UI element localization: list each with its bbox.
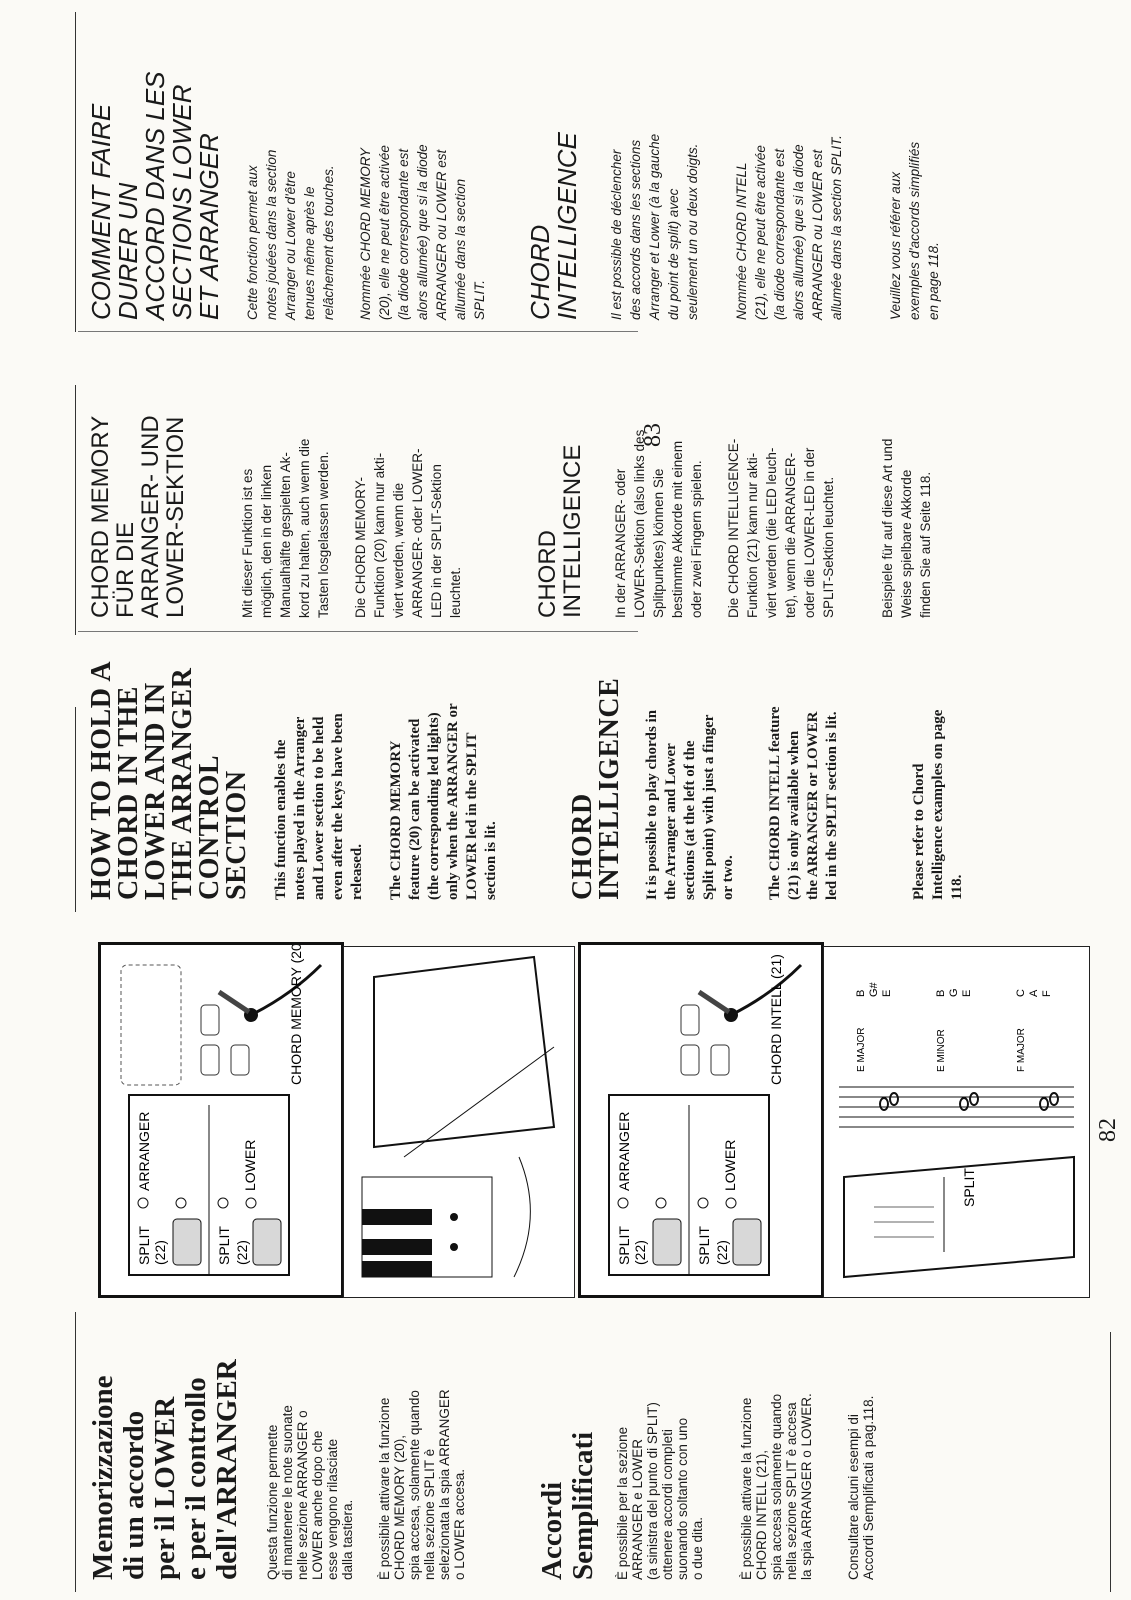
german-paragraph-1: Mit dieser Funktion ist es möglich, den …: [240, 438, 331, 618]
page-number-right: 83: [640, 423, 666, 447]
separator-german-french: [78, 331, 638, 332]
bottom-rule-italian: [1110, 1332, 1111, 1592]
italian-paragraph-3: È possibile per la sezione ARRANGER e LO…: [615, 1402, 705, 1580]
german-paragraph-4: Die CHORD INTELLIGENCE- Funktion (21) ka…: [726, 438, 836, 618]
french-column: COMMENT FAIRE DURER UN ACCORD DANS LES S…: [86, 20, 943, 321]
split-chords-drawing: SPLIT E MAJOR E MINOR F MAJOR B G# E B G…: [839, 981, 1075, 1279]
illustration-keyboard-hand: [343, 946, 575, 1298]
german-paragraph-5: Beispiele für auf diese Art und Weise sp…: [880, 438, 933, 618]
arranger-label-1: ARRANGER: [136, 1112, 152, 1191]
top-rule-french: [75, 12, 76, 332]
page-number-left: 82: [1095, 1118, 1121, 1142]
separator-english-german: [78, 631, 638, 632]
italian-title-2: Accordi Semplificati: [536, 1431, 599, 1580]
chord-intell-label: CHORD INTELL (21): [768, 954, 784, 1085]
illustration-chord-intell-panel: SPLIT (22) ARRANGER SPLIT (22) LOWER CHO…: [578, 942, 824, 1298]
panel-num-4: (22): [714, 1240, 730, 1265]
top-rule-german: [75, 385, 76, 635]
note-e-major-1: B: [855, 990, 867, 997]
top-rule-italian: [75, 1312, 76, 1592]
note-e-major-3: E: [881, 990, 893, 997]
french-paragraph-3: Il est possible de déclencher des accord…: [609, 133, 700, 320]
e-major-label: E MAJOR: [856, 1028, 867, 1072]
lower-label-2: LOWER: [722, 1140, 738, 1191]
english-paragraph-2: The CHORD MEMORY feature (20) can be act…: [388, 703, 499, 900]
german-paragraph-3: In der ARRANGER- oder LOWER-Sektion (als…: [613, 429, 704, 618]
note-f-major-1: C: [1015, 989, 1027, 997]
english-paragraph-4: The CHORD INTELL feature (21) is only av…: [767, 706, 840, 900]
italian-paragraph-4: È possibile attivare la funzione CHORD I…: [739, 1393, 814, 1580]
keyboard-hand-drawing: [361, 955, 556, 1278]
english-paragraph-1: This function enables the notes played i…: [273, 713, 365, 900]
french-paragraph-5: Veuillez vous référer aux exemples d'acc…: [888, 141, 941, 320]
german-title-1: CHORD MEMORY FÜR DIE ARRANGER- UND LOWER…: [87, 415, 189, 618]
german-title-2: CHORD INTELLIGENCE: [534, 444, 586, 618]
note-e-minor-2: G: [948, 988, 960, 997]
lower-label-1: LOWER: [242, 1140, 258, 1191]
english-paragraph-3: It is possible to play chords in the Arr…: [644, 709, 736, 900]
note-f-major-2: A: [1028, 989, 1040, 997]
panel-num-1: (22): [152, 1240, 168, 1265]
split-label-keyboard: SPLIT: [961, 1168, 977, 1207]
f-major-label: F MAJOR: [1016, 1028, 1027, 1072]
arranger-label-2: ARRANGER: [616, 1112, 632, 1191]
top-rule-english: [75, 707, 76, 912]
italian-paragraph-1: Questa funzione permette di mantenere le…: [265, 1405, 355, 1580]
chord-intell-panel-drawing: SPLIT (22) ARRANGER SPLIT (22) LOWER CHO…: [608, 954, 803, 1276]
split-label-1: SPLIT: [136, 1226, 152, 1265]
note-f-major-3: F: [1041, 990, 1053, 997]
note-e-minor-1: B: [935, 990, 947, 997]
illustration-chord-memory-panel: SPLIT (22) ARRANGER SPLIT (22) LOWER CHO…: [98, 942, 344, 1298]
note-e-minor-3: E: [961, 990, 973, 997]
split-label-3: SPLIT: [616, 1226, 632, 1265]
panel-num-3: (22): [632, 1240, 648, 1265]
split-label-2: SPLIT: [216, 1226, 232, 1265]
italian-paragraph-5: Consultare alcuni esempi di Accordi Semp…: [846, 1395, 876, 1580]
e-minor-label: E MINOR: [936, 1029, 947, 1072]
english-paragraph-5: Please refer to Chord Intelligence examp…: [911, 709, 965, 900]
french-paragraph-4: Nommée CHORD INTELL (21), elle ne peut ê…: [734, 135, 844, 320]
french-title-2: CHORD INTELLIGENCE: [525, 132, 582, 320]
note-e-major-2: G#: [868, 981, 880, 997]
german-column: CHORD MEMORY FÜR DIE ARRANGER- UND LOWER…: [87, 338, 935, 618]
german-paragraph-2: Die CHORD MEMORY- Funktion (20) kann nur…: [353, 448, 463, 618]
italian-paragraph-2: È possibile attivare la funzione CHORD M…: [377, 1389, 467, 1580]
italian-column: Memorizzazione di un accordo per il LOWE…: [87, 1300, 876, 1580]
chord-memory-label: CHORD MEMORY (20): [288, 945, 304, 1085]
illustration-split-and-chords: SPLIT E MAJOR E MINOR F MAJOR B G# E B G…: [823, 946, 1090, 1298]
split-label-4: SPLIT: [696, 1226, 712, 1265]
english-title-1: HOW TO HOLD A CHORD IN THE LOWER AND IN …: [86, 660, 252, 900]
italian-title-1: Memorizzazione di un accordo per il LOWE…: [87, 1359, 243, 1580]
panel-num-2: (22): [234, 1240, 250, 1265]
english-column: HOW TO HOLD A CHORD IN THE LOWER AND IN …: [86, 630, 967, 900]
french-paragraph-2: Nommée CHORD MEMORY (20), elle ne peut ê…: [358, 144, 487, 320]
french-title-1: COMMENT FAIRE DURER UN ACCORD DANS LES S…: [86, 71, 224, 321]
chord-memory-panel-drawing: SPLIT (22) ARRANGER SPLIT (22) LOWER CHO…: [120, 942, 323, 1276]
english-title-2: CHORD INTELLIGENCE: [567, 677, 625, 900]
french-paragraph-1: Cette fonction permet aux notes jouées d…: [245, 149, 336, 320]
